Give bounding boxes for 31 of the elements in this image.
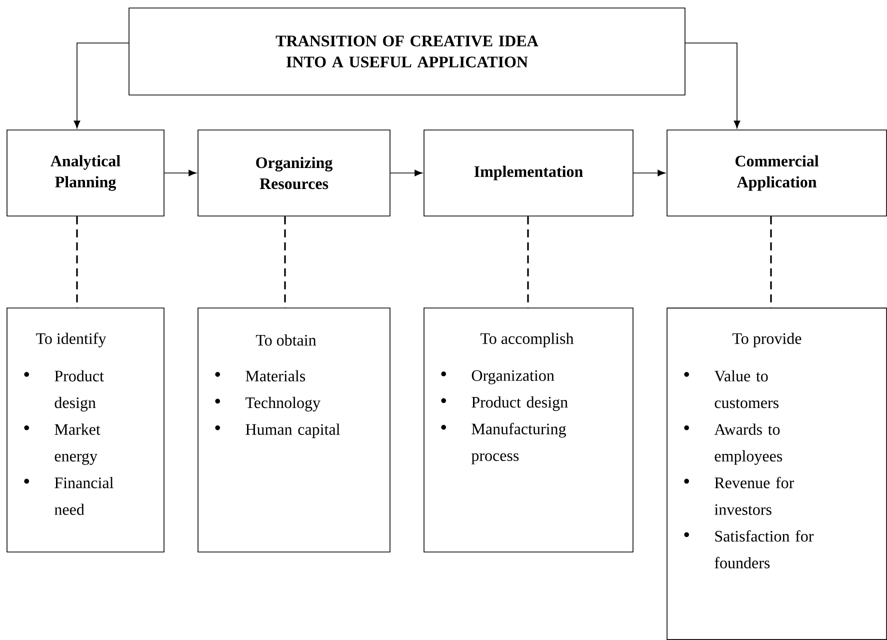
list-heading: To identify bbox=[36, 332, 106, 348]
list-item: Financial need bbox=[24, 477, 114, 515]
list-item: Revenue for investors bbox=[684, 476, 794, 515]
list-item: Product design bbox=[441, 396, 568, 411]
arrow bbox=[390, 170, 422, 176]
list-item: Satisfaction for founders bbox=[684, 530, 814, 568]
list-item: Manufacturing process bbox=[441, 422, 566, 464]
list-item: Human capital bbox=[215, 424, 340, 438]
stage-box: Organizing Resources bbox=[198, 130, 390, 216]
list-heading: To accomplish bbox=[480, 332, 574, 348]
list-item: Product design bbox=[24, 370, 104, 412]
arrow bbox=[685, 42, 740, 128]
title-box: TRANSITION OF CREATIVE IDEA INTO A USEFUL APPLICATION bbox=[128, 8, 686, 96]
list-heading: To obtain bbox=[256, 334, 316, 346]
list-box bbox=[424, 308, 634, 552]
stage-box: Commercial Application bbox=[666, 130, 887, 216]
arrow bbox=[164, 170, 196, 176]
arrow bbox=[74, 42, 130, 128]
list-heading: To provide bbox=[732, 332, 802, 348]
list-item: Organization bbox=[441, 370, 554, 384]
list-box bbox=[6, 308, 164, 552]
stage-box: Implementation bbox=[424, 130, 634, 216]
list-item: Materials bbox=[215, 370, 306, 382]
list-item: Awards to employees bbox=[684, 424, 782, 465]
list-box bbox=[666, 308, 887, 640]
arrow bbox=[633, 170, 666, 176]
stage-box: Analytical Planning bbox=[6, 130, 164, 216]
list-item: Value to customers bbox=[684, 370, 778, 408]
list-item: Market energy bbox=[24, 424, 100, 465]
list-item: Technology bbox=[215, 396, 320, 412]
list-box bbox=[198, 308, 390, 552]
